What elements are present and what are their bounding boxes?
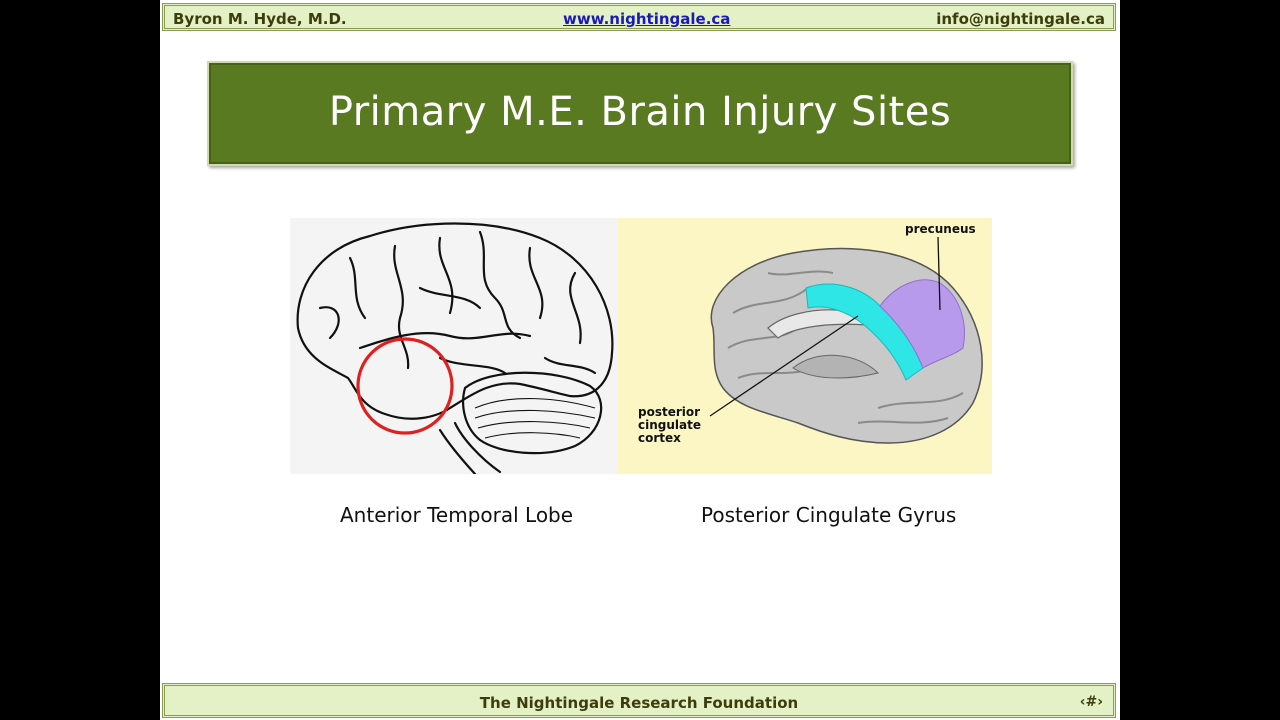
- pcc-label-line3: cortex: [638, 431, 681, 445]
- footer-organization: The Nightingale Research Foundation: [479, 694, 799, 712]
- pcc-label-line1: posterior: [638, 405, 700, 419]
- lateral-brain-drawing: [296, 222, 614, 476]
- slide-title: Primary M.E. Brain Injury Sites: [328, 89, 952, 135]
- medial-brain-drawing: precuneus posterior cingulate cortex: [638, 222, 983, 445]
- author-name: Byron M. Hyde, M.D.: [173, 10, 347, 28]
- pcc-label-line2: cingulate: [638, 418, 701, 432]
- website-link[interactable]: www.nightingale.ca: [563, 10, 731, 28]
- temporal-lobe-highlight: [356, 337, 454, 435]
- slide: Byron M. Hyde, M.D. www.nightingale.ca i…: [160, 0, 1120, 720]
- medial-brain-figure: precuneus posterior cingulate cortex: [618, 218, 992, 474]
- caption-posterior-cingulate-gyrus: Posterior Cingulate Gyrus: [701, 503, 957, 527]
- header-bar: Byron M. Hyde, M.D. www.nightingale.ca i…: [162, 3, 1116, 31]
- caption-anterior-temporal-lobe: Anterior Temporal Lobe: [340, 503, 574, 527]
- slide-number: ‹#›: [1079, 694, 1103, 710]
- precuneus-region: [879, 279, 965, 369]
- contact-email: info@nightingale.ca: [936, 10, 1105, 28]
- lateral-brain-figure: [290, 218, 618, 476]
- title-banner: Primary M.E. Brain Injury Sites: [207, 61, 1073, 166]
- precuneus-label: precuneus: [905, 222, 976, 236]
- footer-bar: The Nightingale Research Foundation ‹#›: [162, 683, 1116, 718]
